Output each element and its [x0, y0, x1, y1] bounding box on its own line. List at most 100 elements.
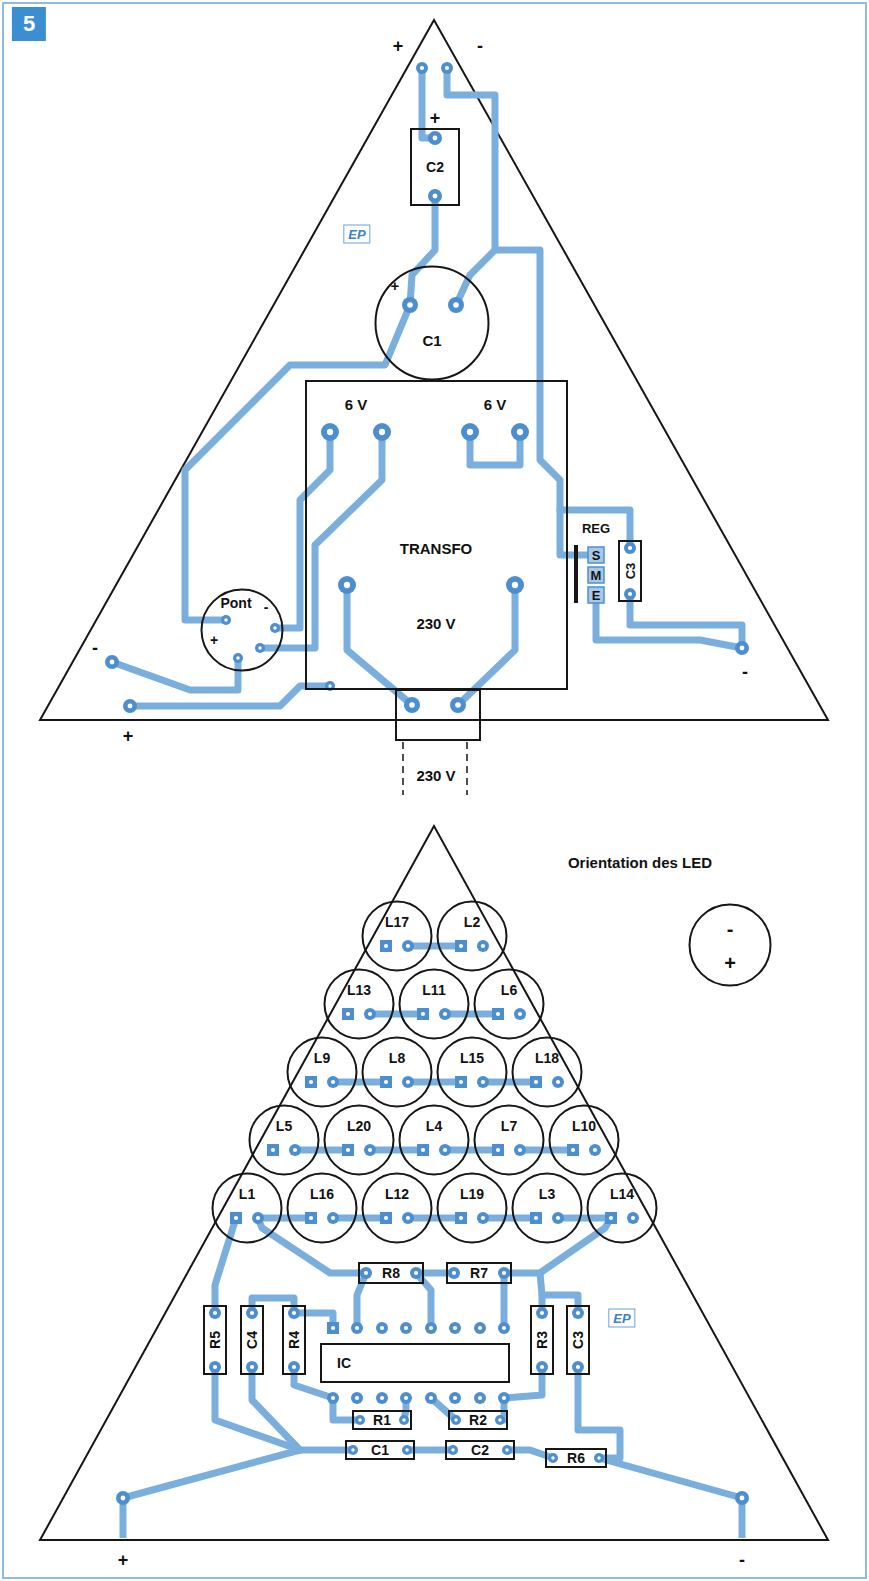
component-label: R7 [470, 1266, 488, 1280]
pad-hole [368, 1148, 372, 1152]
solder-pad [548, 1453, 558, 1463]
solder-pad [428, 189, 442, 203]
square-pad [327, 1322, 339, 1334]
solder-pad [305, 1212, 317, 1224]
solder-pad [404, 697, 420, 713]
pad-hole [433, 136, 438, 141]
pad-hole [631, 1216, 635, 1220]
solder-pad [477, 1212, 489, 1224]
component-circle: L7 [473, 1104, 545, 1176]
copper-trace [410, 196, 435, 305]
pad-hole [502, 1271, 506, 1275]
round-pad [355, 1415, 365, 1425]
solder-pad [449, 1392, 461, 1404]
component-label: L6 [501, 983, 517, 997]
solder-pad [455, 1076, 467, 1088]
round-pad [498, 1392, 510, 1404]
regulator-body [574, 545, 578, 603]
square-pad [530, 1076, 542, 1088]
copper-traces [112, 68, 742, 1498]
board-outline [40, 20, 828, 720]
solder-pad [351, 1322, 363, 1334]
component-label: C1 [422, 333, 441, 348]
pad-hole [453, 302, 459, 308]
component-label: L3 [539, 1187, 555, 1201]
solder-pad [514, 1008, 526, 1020]
component-label: L9 [314, 1051, 330, 1065]
pad-hole [628, 546, 632, 550]
round-pad [441, 62, 453, 74]
round-pad [624, 542, 636, 554]
pad-hole [609, 1216, 613, 1220]
pad-hole [368, 1012, 372, 1016]
solder-pad [449, 1322, 461, 1334]
board-outlines [40, 20, 828, 1540]
outline-rect [446, 1441, 514, 1459]
component-label: R8 [382, 1266, 400, 1280]
outline-circle [438, 902, 507, 971]
solder-pad [477, 1076, 489, 1088]
round-pad [451, 1415, 461, 1425]
solder-pad [209, 1307, 221, 1319]
pad-hole [496, 1012, 500, 1016]
component-box: C3 [618, 540, 642, 602]
square-pad [492, 1008, 504, 1020]
component-circle: L15 [436, 1036, 508, 1108]
solder-pad [105, 655, 119, 669]
regulator-pin [588, 567, 604, 583]
outline-circle [288, 1174, 357, 1243]
round-pad [594, 1453, 604, 1463]
round-pad [498, 1267, 510, 1279]
round-pad [105, 655, 119, 669]
solder-pad [321, 423, 339, 441]
solder-pad [572, 1307, 584, 1319]
outline-circle [513, 1174, 582, 1243]
component-label: L20 [347, 1119, 371, 1133]
round-pad [123, 699, 137, 713]
round-pad [402, 1212, 414, 1224]
round-pad [289, 1144, 301, 1156]
pad-hole [512, 582, 518, 588]
outline-rect [411, 129, 459, 205]
copper-trace [260, 432, 382, 648]
pad-hole [556, 1080, 560, 1084]
component-label: S [592, 549, 601, 562]
outline-rect [359, 1263, 423, 1283]
copper-trace [370, 1147, 423, 1154]
component-label: L16 [310, 1187, 334, 1201]
solder-pad [624, 588, 636, 600]
solder-pad [589, 1144, 601, 1156]
solder-pad [572, 1361, 584, 1373]
round-pad [627, 1212, 639, 1224]
round-pad [514, 1008, 526, 1020]
pad-hole [328, 684, 332, 688]
solder-pad [246, 1361, 258, 1373]
component-label: L15 [460, 1051, 484, 1065]
component-outline [211, 1172, 283, 1244]
component-box: R7 [446, 1262, 512, 1284]
square-pad [305, 1076, 317, 1088]
round-pad [327, 1076, 339, 1088]
copper-trace [408, 943, 461, 950]
copper-trace [483, 1215, 536, 1222]
component-outline [286, 1172, 358, 1244]
round-pad [373, 423, 391, 441]
copper-trace [258, 1215, 311, 1222]
round-pad [461, 423, 479, 441]
copper-trace [370, 1011, 423, 1018]
pad-hole [576, 1365, 580, 1369]
round-pad [399, 1415, 409, 1425]
pad-hole [355, 1326, 359, 1330]
outline-rect [447, 1263, 511, 1283]
pad-hole [293, 1148, 297, 1152]
component-circle: L20 [323, 1104, 395, 1176]
component-circle: Pont-+ [200, 588, 284, 672]
component-label: L4 [426, 1119, 442, 1133]
solder-pad [448, 1445, 458, 1455]
polarity-mark: - [477, 37, 483, 55]
copper-trace [578, 1367, 620, 1458]
polarity-mark: + [118, 1551, 129, 1569]
square-pad [530, 1212, 542, 1224]
pad-hole [518, 1148, 522, 1152]
solder-pad [246, 1307, 258, 1319]
